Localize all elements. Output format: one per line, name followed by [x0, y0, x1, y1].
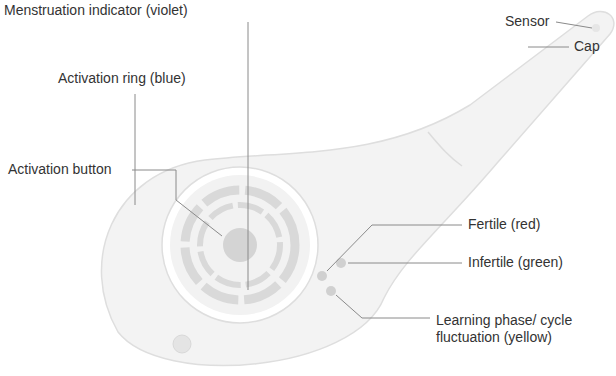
- device-body: [101, 11, 613, 365]
- leader-line: [135, 94, 136, 205]
- part-label: Infertile (green): [468, 254, 563, 271]
- part-label: Learning phase/ cycle fluctuation (yello…: [436, 312, 612, 346]
- activation-button: [223, 228, 257, 262]
- activation-disc: [162, 167, 318, 323]
- indicator-ring: [200, 205, 280, 285]
- fertile-dot: [317, 271, 327, 281]
- part-label: Sensor: [505, 13, 549, 30]
- leader-line: [336, 295, 430, 318]
- leader-line: [132, 170, 222, 236]
- activation-ring: [185, 190, 295, 300]
- sensor-tip: [592, 24, 600, 32]
- part-label: Cap: [574, 38, 600, 55]
- infertile-dot: [336, 258, 346, 268]
- leader-line: [327, 225, 462, 271]
- cap-seam: [428, 132, 462, 166]
- leader-line: [528, 47, 569, 48]
- part-label: Activation button: [8, 161, 112, 178]
- leader-line: [348, 263, 462, 264]
- part-label: Fertile (red): [468, 216, 540, 233]
- leader-line: [248, 22, 249, 290]
- activation-disc-inner: [170, 175, 310, 315]
- small-dot: [173, 335, 191, 353]
- part-label: Menstruation indicator (violet): [4, 2, 188, 19]
- leader-line: [556, 22, 592, 28]
- learning-dot: [326, 286, 336, 296]
- part-label: Activation ring (blue): [58, 70, 186, 87]
